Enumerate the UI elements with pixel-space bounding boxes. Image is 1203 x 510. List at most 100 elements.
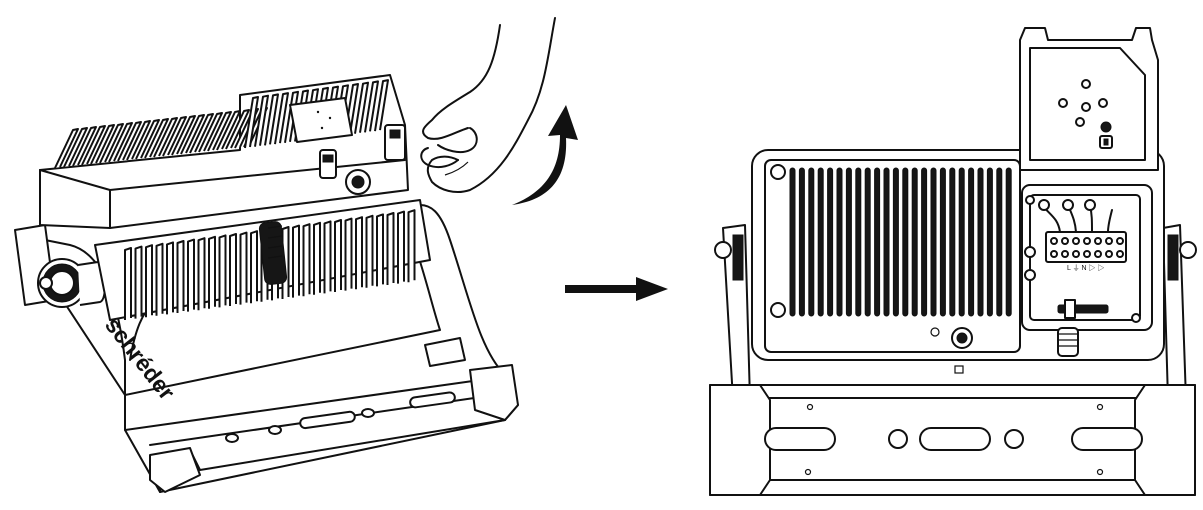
body-fin [883,167,890,317]
terminal-screw [1083,237,1091,245]
housing-fin [239,231,248,305]
lid-fin [144,118,169,159]
body-fin [874,167,881,317]
lid-fin [117,121,142,162]
lid-fin [135,119,160,160]
body-fin [949,167,956,317]
body-fin [911,167,918,317]
lid-fin [216,110,241,151]
body-fin [902,167,909,317]
luminaire-perspective-view: schréder [14,17,578,493]
body-fin [968,167,975,317]
terminal-screw [1072,237,1080,245]
housing-fin [313,221,321,295]
lid-fin [189,113,214,154]
tilt-knob [14,224,106,308]
side-arm-left [714,224,751,401]
lid-fin [207,111,232,152]
lid-fin [364,80,379,133]
body-fin [958,167,965,317]
housing-fin [218,234,227,308]
hand-icon [420,17,556,193]
housing-fin [229,233,237,306]
terminal-symbols: L ⏚ N ▷ ▷ [1067,264,1104,272]
terminal-screw [1105,250,1113,258]
body-fin [996,167,1003,317]
terminal-screw [1116,250,1124,258]
lid-fin [354,81,369,134]
lid-fin [126,120,151,161]
luminaire-front-view: L ⏚ N ▷ ▷ [709,27,1197,496]
mounting-bracket-front [709,365,1196,496]
housing-fin [407,209,416,283]
terminal-screw [1061,250,1069,258]
housing-fin [365,214,374,288]
body-fin [808,167,815,317]
terminal-screw [1116,237,1124,245]
housing-fin [187,238,195,312]
terminal-screw [1094,237,1102,245]
body-fin [977,167,984,317]
lid-fin [171,115,196,156]
housing-fin [250,230,258,304]
driver-compartment: L ⏚ N ▷ ▷ [1021,184,1153,357]
housing-fin [145,244,153,318]
lift-arrow-icon [512,105,578,205]
housing-fin [197,237,206,311]
body-fin [827,167,834,317]
housing-fin [302,223,311,297]
terminal-screw [1083,250,1091,258]
terminal-screw [1050,237,1058,245]
compartment-lid-open [1019,27,1159,171]
housing-fin [386,212,395,285]
body-fin [1005,167,1012,317]
lid-fin [374,79,389,132]
body-fin [986,167,993,317]
lid-fin [153,117,178,158]
lid-fin [108,122,133,163]
housing-fin [208,235,216,309]
lid-fin [63,127,88,168]
lid-fin [180,114,205,155]
body-fin [892,167,899,317]
lid-fin [72,126,97,167]
lid-fin [244,96,259,149]
body-fin [855,167,862,317]
body-fin [798,167,805,317]
lid-fin [225,109,250,150]
housing-fin [176,240,185,313]
lid-fin [274,92,289,145]
terminal-screw [1061,237,1069,245]
body-fin [930,167,937,317]
housing-fin [355,216,363,290]
lid-fin [264,93,279,146]
terminal-screw [1072,250,1080,258]
lid-fin [99,123,124,164]
housing-fin [397,210,405,284]
body-fin [939,167,946,317]
terminal-screw [1050,250,1058,258]
direction-arrow-icon [565,277,668,301]
lid-fin [198,112,223,153]
housing-fin [376,213,384,287]
lid-fin [162,116,187,157]
body-fin [845,167,852,317]
lid-fin [54,128,79,169]
terminal-screw [1105,237,1113,245]
terminal-screw [1094,250,1102,258]
body-fin [836,167,843,317]
lid-fin [254,94,269,147]
housing-fin [166,241,174,315]
body-fin [921,167,928,317]
lid-fin [90,124,115,165]
body-fin [864,167,871,317]
lid-fin [81,125,106,166]
housing-fin [292,224,300,298]
housing-fin [344,217,353,291]
body-fin [789,167,796,317]
housing-fin [155,242,164,316]
body-fin [817,167,824,317]
luminaire-housing [94,199,431,321]
housing-fin [334,219,342,292]
